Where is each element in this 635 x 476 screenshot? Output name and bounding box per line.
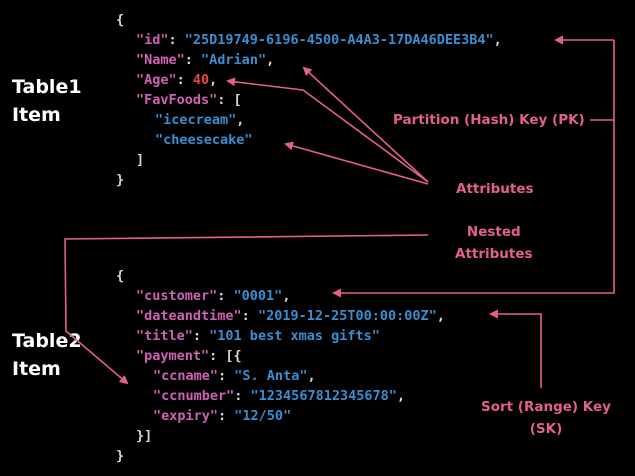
sort-key-label: Sort (Range) Key (SK) xyxy=(481,396,611,440)
item1-age-row: "Age": 40, xyxy=(136,72,218,88)
item2-expiry-row: "expiry": "12/50" xyxy=(153,408,292,424)
customer-key: "customer" xyxy=(136,288,218,304)
item2-payment-row: "payment": [{ xyxy=(136,348,242,364)
food1-value: "icecream" xyxy=(155,112,237,128)
table1-label-line1: Table1 xyxy=(12,76,82,98)
favfoods-key: "FavFoods" xyxy=(136,92,218,108)
sort-key-line1: Sort (Range) Key xyxy=(481,399,611,415)
item1-favfoods-row: "FavFoods": [ xyxy=(136,92,242,108)
food2-value: "cheesecake" xyxy=(155,132,253,148)
id-value: "25D19749-6196-4500-A4A3-17DA46DEE3B4" xyxy=(184,32,494,48)
ccnumber-value: "1234567812345678" xyxy=(250,388,397,404)
item1-name-row: "Name": "Adrian", xyxy=(136,52,275,68)
table1-label-line2: Item xyxy=(12,104,61,126)
name-key: "Name" xyxy=(136,52,185,68)
name-value: "Adrian" xyxy=(201,52,267,68)
item2-title-row: "title": "101 best xmas gifts" xyxy=(136,328,380,344)
item2-open: { xyxy=(116,268,125,284)
item1-open: { xyxy=(116,12,125,28)
id-key: "id" xyxy=(136,32,169,48)
nested-label-line2: Attributes xyxy=(455,246,533,262)
attributes-label: Attributes xyxy=(456,181,534,197)
item1-close: } xyxy=(116,172,125,188)
expiry-value: "12/50" xyxy=(234,408,292,424)
datetime-value: "2019-12-25T00:00:00Z" xyxy=(257,308,437,324)
table1-item-label: Table1 Item xyxy=(12,73,82,129)
item1-food2-row: "cheesecake" xyxy=(155,130,253,150)
attr-arrow-favfoods xyxy=(284,141,429,185)
partition-key-label: Partition (Hash) Key (PK) xyxy=(393,112,585,128)
item2-ccnumber-row: "ccnumber": "1234567812345678", xyxy=(153,388,405,404)
attr-arrow-name xyxy=(302,66,429,183)
title-value: "101 best xmas gifts" xyxy=(209,328,380,344)
nested-attributes-label: Nested Attributes xyxy=(455,221,533,265)
table2-label-line2: Item xyxy=(12,358,61,380)
item2-datetime-row: "dateandtime": "2019-12-25T00:00:00Z", xyxy=(136,308,445,324)
item1-food1-row: "icecream", xyxy=(155,112,245,128)
sort-key-line2: (SK) xyxy=(529,421,563,437)
table2-label-line1: Table2 xyxy=(12,330,82,352)
item1-id-row: "id": "25D19749-6196-4500-A4A3-17DA46DEE… xyxy=(136,32,502,48)
item1-close-bracket: ] xyxy=(136,152,145,168)
pk-arrow-customer xyxy=(332,120,615,298)
item2-ccname-row: "ccname": "S. Anta", xyxy=(153,368,316,384)
nested-label-line1: Nested xyxy=(466,224,521,240)
table2-item-label: Table2 Item xyxy=(12,327,82,383)
pk-bracket-line xyxy=(590,40,615,121)
item2-close: } xyxy=(116,448,125,464)
item2-customer-row: "customer": "0001", xyxy=(136,288,291,304)
ccnumber-key: "ccnumber" xyxy=(153,388,235,404)
age-value: 40 xyxy=(192,72,210,88)
ccname-key: "ccname" xyxy=(153,368,219,384)
datetime-key: "dateandtime" xyxy=(136,308,242,324)
payment-key: "payment" xyxy=(136,348,210,364)
item2-payment-close: }] xyxy=(136,428,153,444)
sk-arrow xyxy=(489,309,542,388)
expiry-key: "expiry" xyxy=(153,408,219,424)
ccname-value: "S. Anta" xyxy=(234,368,308,384)
age-key: "Age" xyxy=(136,72,177,88)
title-key: "title" xyxy=(136,328,193,344)
nested-arrow xyxy=(64,234,429,385)
customer-value: "0001" xyxy=(233,288,283,304)
attr-arrow-age xyxy=(226,77,429,183)
